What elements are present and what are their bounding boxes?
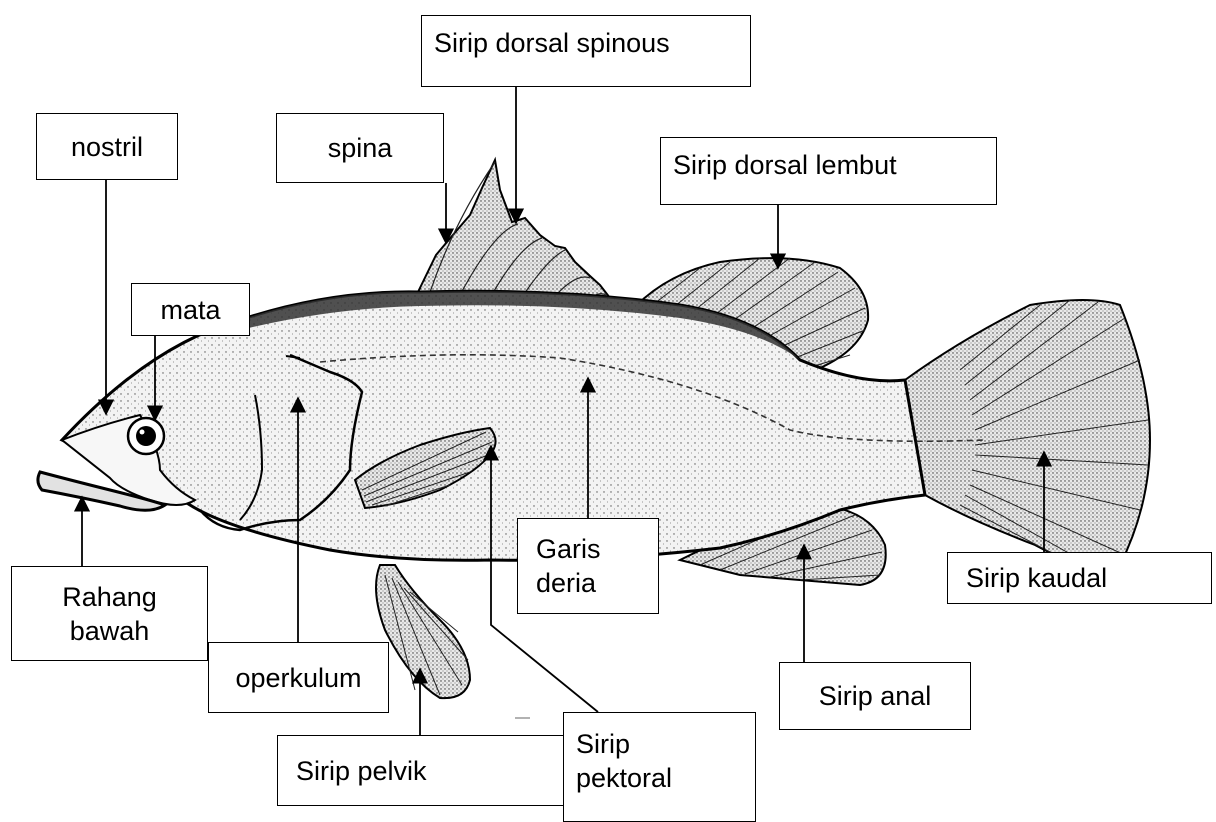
label-garis-deria: Garis deria: [517, 518, 659, 614]
label-sirip-anal: Sirip anal: [779, 662, 971, 730]
label-nostril: nostril: [36, 113, 178, 180]
label-mata: mata: [131, 283, 250, 336]
spinous-dorsal-fin: [418, 160, 620, 310]
label-operkulum: operkulum: [208, 642, 389, 713]
label-sirip-dorsal-lembut: Sirip dorsal lembut: [660, 137, 997, 205]
label-spina: spina: [276, 113, 444, 183]
caudal-fin: [905, 300, 1150, 566]
label-sirip-kaudal: Sirip kaudal: [947, 552, 1212, 604]
label-rahang-bawah: Rahang bawah: [11, 566, 208, 661]
pelvic-fin: [376, 565, 470, 698]
label-sirip-pelvik: Sirip pelvik: [277, 735, 564, 806]
label-sirip-dorsal-spinous: Sirip dorsal spinous: [421, 15, 751, 87]
label-sirip-pektoral: Sirip pektoral: [563, 712, 756, 822]
